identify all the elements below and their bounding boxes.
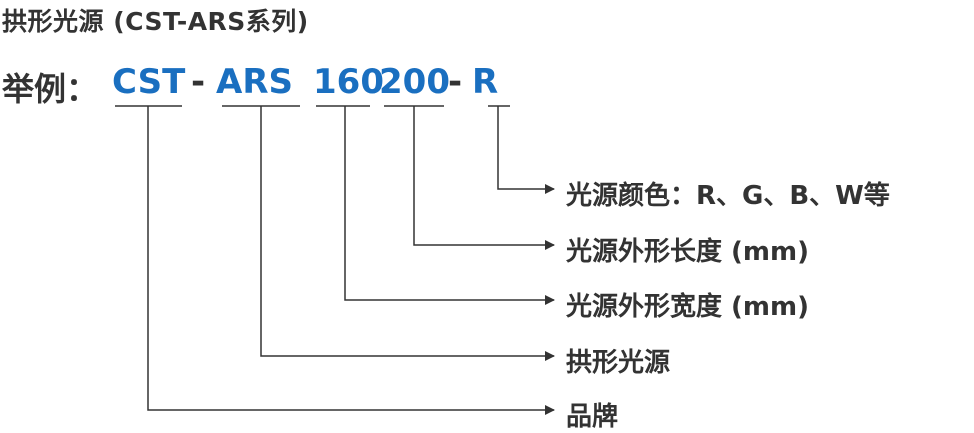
connector-color <box>497 106 555 194</box>
connector-brand <box>147 106 555 415</box>
code-dash-1: - <box>191 62 206 102</box>
code-series: ARS <box>216 62 293 102</box>
page-title: 拱形光源 (CST-ARS系列) <box>2 7 309 36</box>
desc-brand: 品牌 <box>566 402 619 432</box>
desc-length: 光源外形长度 (mm) <box>566 237 810 267</box>
example-label: 举例： <box>2 70 99 108</box>
connector-length <box>413 106 555 250</box>
code-length: 200 <box>379 62 450 102</box>
desc-series: 拱形光源 <box>566 348 671 378</box>
code-dash-2: - <box>448 62 463 102</box>
code-width: 160 <box>313 62 384 102</box>
connector-width <box>344 106 555 305</box>
desc-width: 光源外形宽度 (mm) <box>566 292 810 322</box>
desc-color: 光源颜色：R、G、B、W等 <box>566 181 890 211</box>
code-brand: CST <box>112 62 186 102</box>
connector-series <box>260 106 555 361</box>
code-color: R <box>472 62 499 102</box>
